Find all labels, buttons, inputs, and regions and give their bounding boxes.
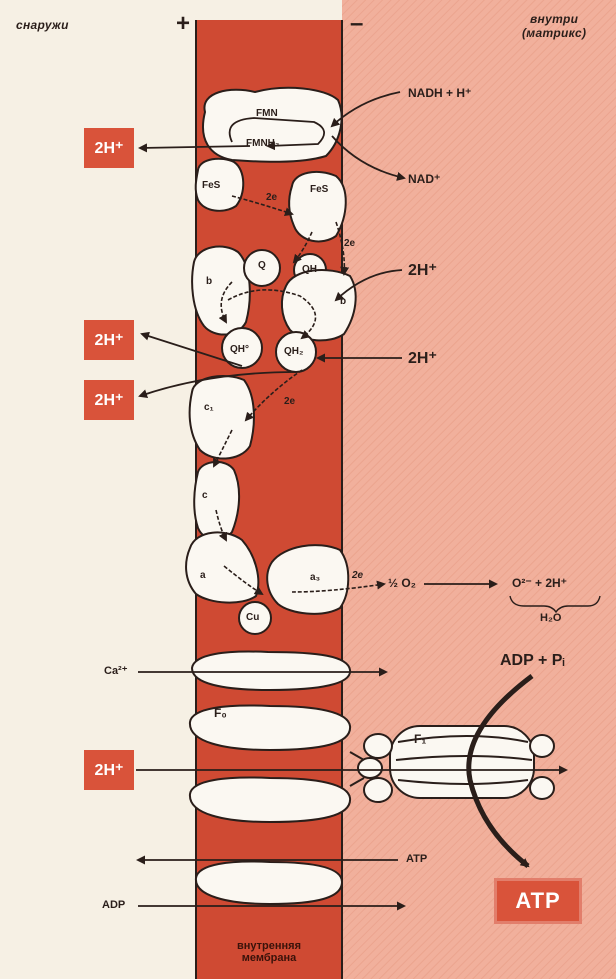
c-label: c [202,490,208,501]
electron-path-a-a3 [223,565,264,596]
a3-label: a₃ [310,572,321,583]
f1-atpase-head [349,725,555,803]
cyt-a3-blob [266,544,350,615]
qh2-label: QH₂ [284,346,304,357]
fmn-label: FMN [256,108,278,119]
fes-right-blob [288,170,347,243]
fes-right-label: FeS [310,184,329,195]
f0-label: F₀ [214,706,227,720]
fmn-complex [202,86,343,163]
matrix-region [342,0,616,979]
electron-path-c-a [215,509,227,542]
atp-synthesis-curve-arrow [466,674,534,868]
cyt-c1-blob [188,375,255,460]
proton-out-box-2: 2H⁺ [84,320,134,360]
membrane-label-line2: мембрана [241,952,297,964]
f0-lower-blob [188,776,352,824]
fes-left-blob [194,157,245,212]
electron-path-2e-right [335,221,350,276]
proton-out-box-4: 2H⁺ [84,750,134,790]
atp-translocase-blob [194,860,344,906]
electron-label-3: 2e [284,396,296,407]
atp-product-box: ATP [494,878,582,924]
proton-out-box-3: 2H⁺ [84,380,134,420]
electron-path-a3-o2 [291,580,386,593]
a-label: a [200,570,206,581]
electron-path-c1-c [213,429,233,468]
minus-sign: – [350,10,364,37]
nadh-label: NADH + H⁺ [408,86,472,100]
electron-label-1: 2e [266,192,278,203]
f0-upper-blob [188,704,352,752]
membrane-label: внутренняя мембрана [196,940,342,964]
o2-minus-label: O²⁻ + 2H⁺ [512,576,568,590]
qh-dot-blob [221,327,263,369]
cu-label: Cu [246,612,260,623]
proton-in-1-label: 2H⁺ [408,262,437,279]
nad-arrow [331,135,406,181]
ca-channel-blob [190,650,352,692]
atp-export-label: ATP [406,853,428,865]
electron-path-q-c1 [244,369,303,422]
proton-out-box-1: 2H⁺ [84,128,134,168]
outside-label: снаружи [16,18,69,32]
water-label: H₂O [540,612,562,624]
inside-label: внутри [530,12,579,26]
electron-path-b-left [218,281,233,324]
plus-sign: + [176,10,191,37]
matrix-label: (матрикс) [522,26,587,40]
membrane-label-line1: внутренняя [236,940,301,952]
calcium-label: Ca²⁺ [104,665,128,677]
cyt-c-blob [193,461,241,541]
electron-path-b-loop [227,289,317,340]
electron-label-4: 2e [352,570,364,581]
adp-import-label: ADP [102,899,126,911]
nadh-arrow [330,91,401,128]
proton-out-2-arrow [140,331,243,367]
proton-out-3-arrow [138,371,297,398]
proton-out-1-arrow [138,143,251,153]
cyt-b-right-blob [280,269,357,342]
proton-in-1-arrow [334,269,403,302]
f1-label: F₁ [414,732,427,746]
b-left-label: b [206,276,213,287]
electron-path-fes-fes [231,195,294,217]
cu-blob [238,601,272,635]
qh-label: QH [302,264,317,275]
q-blob [243,249,281,287]
adp-pi-label: ADP + Pᵢ [500,652,565,669]
cyt-b-left-blob [191,245,251,336]
b-right-label: b [340,296,347,307]
q-label: Q [258,260,266,271]
c1-label: c₁ [204,402,214,413]
half-o2-label: ½ O₂ [388,576,417,590]
fmn-loop-arrow [228,117,325,151]
water-brace [509,595,601,614]
proton-in-2-label: 2H⁺ [408,350,437,367]
fmnh2-label: FMNH₂ [246,138,280,149]
qh-dot-label: QH° [230,344,249,355]
fes-left-label: FeS [202,180,221,191]
electron-path-fes-down [292,231,313,264]
nad-label: NAD⁺ [408,172,441,186]
electron-label-2: 2e [344,238,356,249]
